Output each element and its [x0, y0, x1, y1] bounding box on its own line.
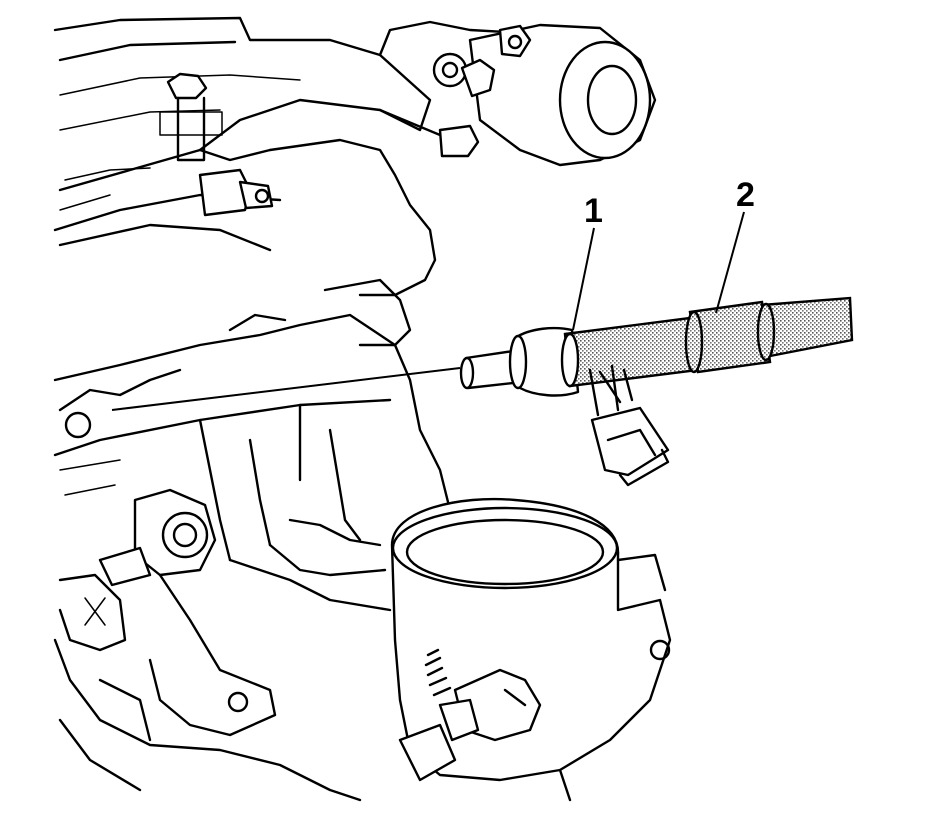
callout-1: 1	[584, 192, 603, 230]
pump-housing	[378, 20, 657, 167]
injector-installer-tool	[560, 296, 854, 388]
leader-line-injector	[111, 367, 461, 411]
valve-cover	[53, 16, 432, 252]
leader-line-2	[715, 211, 745, 314]
head-bolt	[159, 72, 223, 162]
lower-sensor	[398, 648, 542, 782]
leader-line-1	[572, 227, 595, 331]
injector-connector	[588, 364, 670, 487]
head-sensor	[198, 168, 274, 217]
fuel-injector	[459, 326, 580, 397]
callout-2: 2	[736, 176, 755, 214]
bracket-nut	[378, 108, 480, 158]
lower-bracket	[53, 488, 362, 802]
intake-manifold	[53, 138, 452, 612]
